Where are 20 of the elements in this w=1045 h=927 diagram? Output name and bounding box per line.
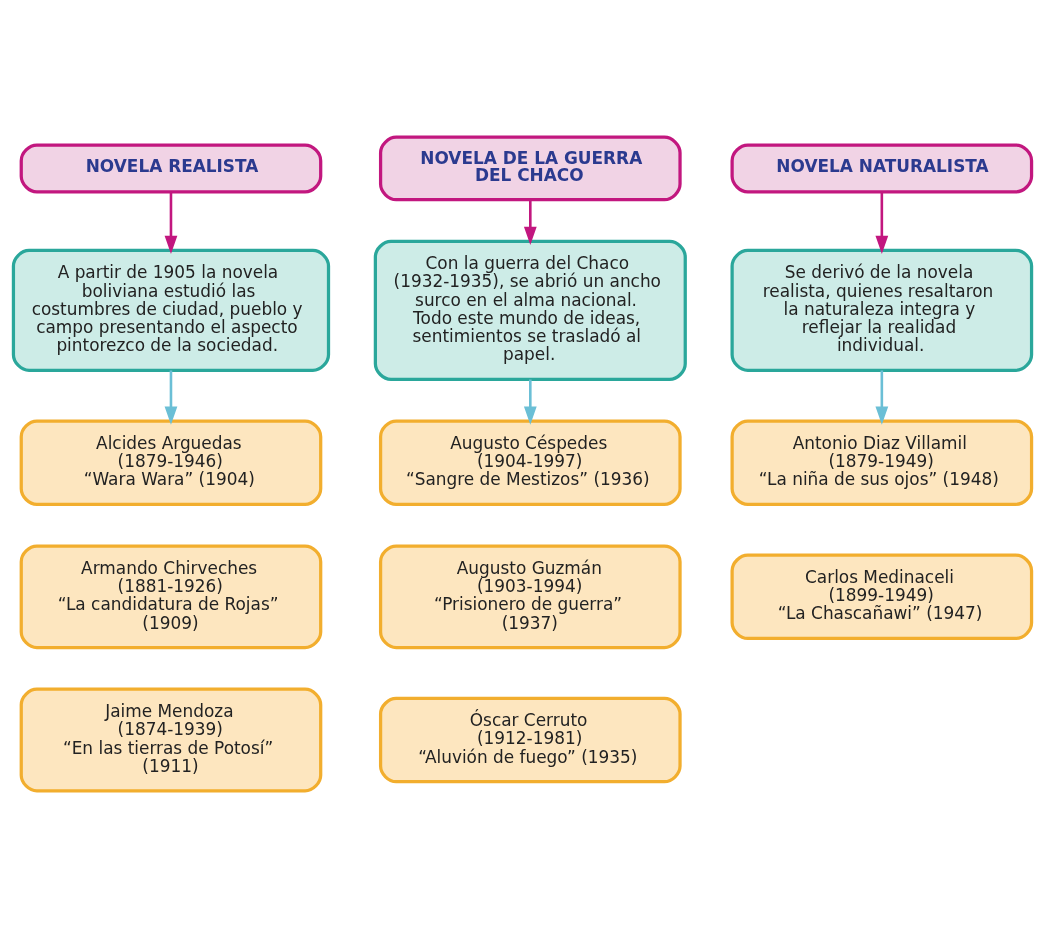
node-box: NOVELA DE LA GUERRA DEL CHACO	[378, 135, 682, 201]
node-box: Antonio Diaz Villamil (1879-1949) “La niña de sus ojos” (1948)	[730, 418, 1034, 506]
node-box: Carlos Medinaceli (1899-1949) “La Chascañawi” (1947)	[730, 553, 1034, 640]
arrow	[164, 369, 178, 425]
node-box: NOVELA NATURALISTA	[730, 142, 1034, 193]
node-box: Armando Chirveches (1881-1926) “La candidatura de Rojas” (1909)	[19, 543, 323, 649]
node-box: Jaime Mendoza (1874-1939) “En las tierras de Potosí” (1911)	[19, 687, 323, 792]
arrow	[875, 191, 889, 254]
node-box: Con la guerra del Chaco (1932-1935), se abrió un ancho surco en el alma nacional. Todo este mundo de ideas, sentimientos se trasladó al papel.	[373, 239, 687, 381]
node-box: Augusto Guzmán (1903-1994) “Prisionero de guerra” (1937)	[378, 543, 682, 649]
node-box: Se derivó de la novela realista, quienes resaltaron la naturaleza integra y reflejar la realidad individual.	[730, 248, 1034, 372]
arrow	[164, 191, 178, 254]
node-box: Augusto Céspedes (1904-1997) “Sangre de Mestizos” (1936)	[378, 418, 682, 506]
node-box: Alcides Arguedas (1879-1946) “Wara Wara” (1904)	[19, 418, 323, 506]
node-box: Óscar Cerruto (1912-1981) “Aluvión de fuego” (1935)	[378, 696, 682, 783]
node-box: NOVELA REALISTA	[19, 142, 323, 193]
arrow	[523, 379, 537, 425]
node-box: A partir de 1905 la novela boliviana estudió las costumbres de ciudad, pueblo y campo presentando el aspecto pintorezco de la sociedad.	[11, 248, 331, 372]
arrow	[523, 199, 537, 245]
arrow	[875, 369, 889, 425]
